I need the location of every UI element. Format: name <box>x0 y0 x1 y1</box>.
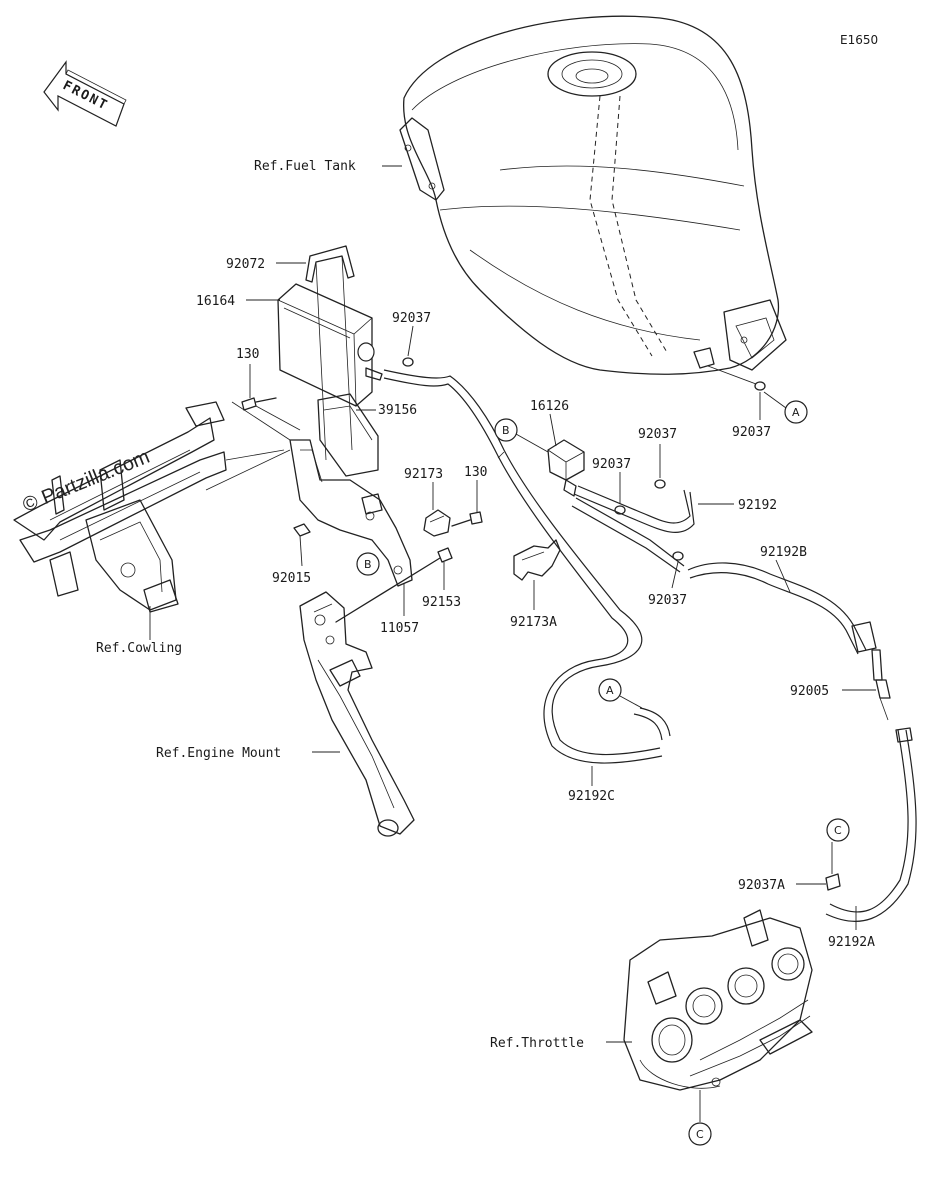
ref-fuel-tank-label: Ref.Fuel Tank <box>254 159 356 174</box>
part-label-92192: 92192 <box>738 498 777 513</box>
svg-text:A: A <box>792 406 800 419</box>
part-label-92005: 92005 <box>790 684 829 699</box>
svg-text:C: C <box>834 824 842 837</box>
clip-icon <box>614 505 626 515</box>
part-label-16126: 16126 <box>530 399 569 414</box>
part-label-92072: 92072 <box>226 257 265 272</box>
canister-drawing <box>277 283 383 407</box>
part-label-39156: 39156 <box>378 403 417 418</box>
throttle-body-drawing <box>623 909 813 1091</box>
ref-throttle-label: Ref.Throttle <box>490 1036 584 1051</box>
bracket-drawing <box>289 393 413 587</box>
part-label-92173: 92173 <box>404 467 443 482</box>
callout-b-valve: B <box>494 418 518 442</box>
svg-text:B: B <box>364 558 372 571</box>
svg-text:C: C <box>696 1128 704 1141</box>
clip-icon <box>513 539 561 581</box>
part-label-11057: 11057 <box>380 621 419 636</box>
part-label-92173A: 92173A <box>510 615 557 630</box>
clip-icon <box>402 357 414 367</box>
watermark: © Partzilla.com <box>20 446 153 517</box>
hose-92192B <box>687 562 877 655</box>
part-label-92037-tank: 92037 <box>732 425 771 440</box>
diagram-code: E1650 <box>840 33 878 47</box>
part-label-92192B: 92192B <box>760 545 807 560</box>
clip-icon <box>754 381 766 391</box>
part-label-92153: 92153 <box>422 595 461 610</box>
part-label-92037A: 92037A <box>738 878 785 893</box>
nut-icon <box>293 523 311 537</box>
hose-92192C <box>383 369 671 764</box>
joint-drawing <box>871 649 891 721</box>
valve-drawing <box>547 439 585 497</box>
bolt-icon <box>451 511 483 527</box>
part-label-16164: 16164 <box>196 294 235 309</box>
part-label-92037-canister: 92037 <box>392 311 431 326</box>
part-label-130-right: 130 <box>464 465 487 480</box>
front-arrow-icon: FRONT <box>43 60 127 127</box>
ref-cowling-label: Ref.Cowling <box>96 641 182 656</box>
part-label-92015: 92015 <box>272 571 311 586</box>
callout-c-lower: C <box>688 1122 712 1146</box>
svg-text:A: A <box>606 684 614 697</box>
callout-a-hose: A <box>598 678 622 702</box>
bolt-icon <box>241 397 277 411</box>
part-label-92037-upper: 92037 <box>638 427 677 442</box>
clip-icon <box>654 479 666 489</box>
callout-a-tank: A <box>784 400 808 424</box>
part-label-92037-mid: 92037 <box>592 457 631 472</box>
cowling-frame-drawing <box>13 401 285 613</box>
callout-c-upper: C <box>826 818 850 842</box>
part-label-92192A: 92192A <box>828 935 875 950</box>
engine-mount-drawing <box>299 591 415 837</box>
clamp-strap-drawing <box>305 245 355 461</box>
part-label-130-left: 130 <box>236 347 259 362</box>
callout-b-bracket: B <box>356 552 380 576</box>
part-label-92192C: 92192C <box>568 789 615 804</box>
clip-icon <box>825 873 841 891</box>
fuel-tank-drawing <box>399 15 787 375</box>
svg-text:B: B <box>502 424 510 437</box>
grommet-icon <box>423 509 451 537</box>
ref-engine-mount-label: Ref.Engine Mount <box>156 746 281 761</box>
hose-92192A <box>825 727 917 922</box>
part-label-92037-lower: 92037 <box>648 593 687 608</box>
bolt-icon <box>335 547 453 623</box>
clip-icon <box>672 551 684 561</box>
